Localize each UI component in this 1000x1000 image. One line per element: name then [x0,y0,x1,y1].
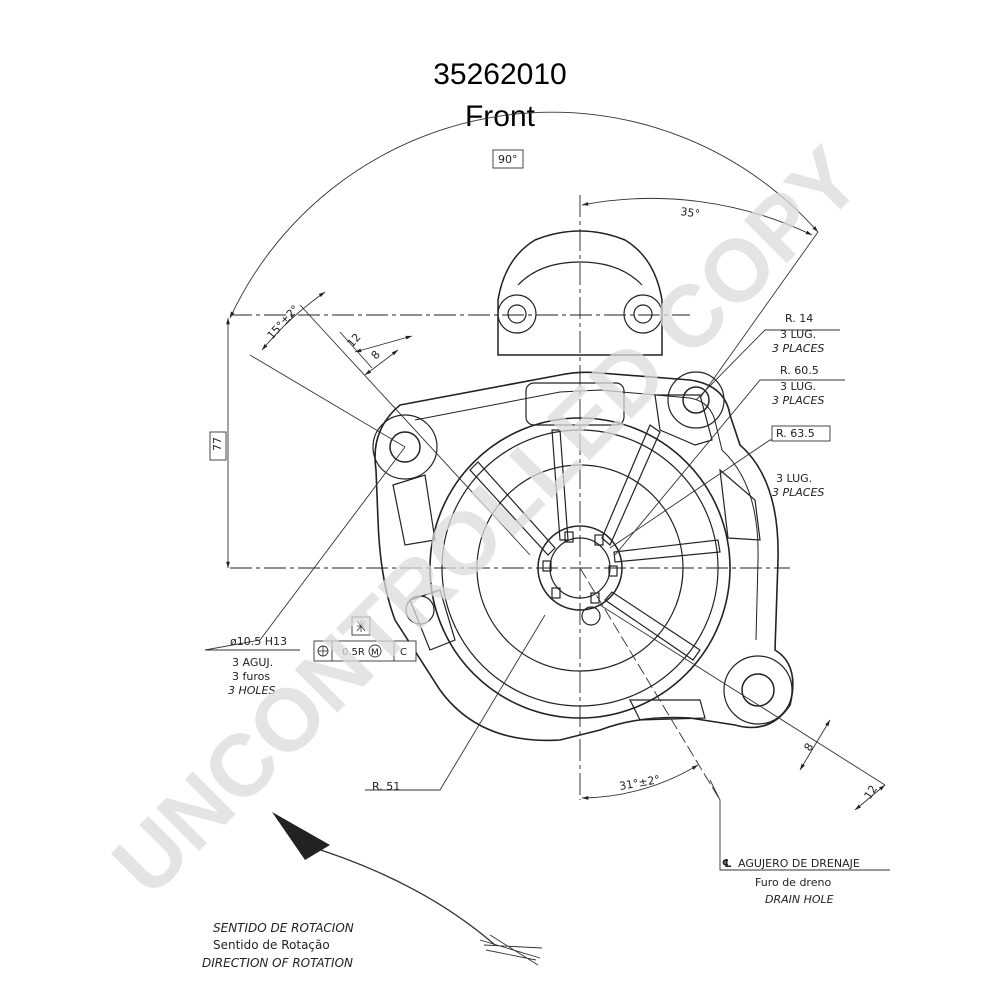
rotation-arc [304,844,496,946]
mounting-lug-top-right [667,371,725,429]
dim-8-top-label: 8 [369,348,383,362]
r60-leader [614,379,845,556]
rotation-arrowhead [272,812,330,860]
angle-15-arc [261,291,326,351]
flange-pocket-right [654,394,713,446]
nose-housing-bore [476,464,684,672]
nose-housing-outer [429,417,731,719]
r63-radius: R. 63.5 [776,427,815,440]
angle-35-arc [581,198,813,236]
angle-35-label: 35° [680,205,701,221]
angle-90-label: 90° [498,153,518,166]
holes-leader [204,446,406,651]
r14-leader [695,329,840,401]
rotation-line-2: Sentido de Rotação [213,938,330,952]
mounting-flange [374,371,794,742]
solenoid-bolt-left [497,294,537,334]
pinion-hub [537,525,623,611]
star-symbol-icon [356,620,366,632]
angle-31-arc [581,764,699,800]
holes-line-2: 3 furos [232,670,270,683]
holes-diameter: ø10.5 H13 [230,635,287,648]
drain-line-2: Furo de dreno [755,876,831,889]
dim-12-top-label: 12 [345,331,364,350]
r14-radius: R. 14 [785,312,813,325]
drain-boss [405,595,435,625]
nose-housing-inner [441,429,719,707]
flange-pocket-top [525,382,625,426]
rotation-line-1: SENTIDO DE ROTACION [213,921,354,935]
mounting-lug-bottom-right [723,655,793,725]
drain-leader [709,779,890,871]
dim-12-bottom-label: 12 [862,783,880,802]
mounting-lug-left [372,414,438,480]
tolerance-frame [313,640,417,662]
r63-places: 3 PLACES [772,486,824,499]
r51-leader [365,614,546,791]
rib-bottom-right [604,591,701,661]
mounting-hole-top-right [682,386,710,414]
r60-places: 3 PLACES [772,394,824,407]
angle-90-arc [229,111,819,319]
part-number-title: 35262010 [433,58,567,91]
holes-tolerance: 0.5R [342,647,365,658]
r60-radius: R. 60.5 [780,364,819,377]
watermark: UNCONTROLLED COPY [93,128,879,914]
holes-line-1: 3 AGUJ. [232,656,273,669]
holes-datum: C [400,647,407,658]
rib-top-right [601,424,661,546]
r63-lug: 3 LUG. [776,472,812,485]
cl-symbol: ℄ [722,857,732,870]
dim-77-label: 77 [211,437,224,451]
rib-right [613,539,721,563]
holes-line-3: 3 HOLES [228,684,276,697]
r60-lug: 3 LUG. [780,380,816,393]
drain-line-1: AGUJERO DE DRENAJE [738,857,860,870]
rotation-line-3: DIRECTION OF ROTATION [202,956,353,970]
holes-modifier: M [371,648,379,658]
drain-line-3: DRAIN HOLE [765,893,834,906]
pinion-shaft [549,537,611,599]
angle-15-label: 15°±2° [265,303,302,342]
mounting-hole-left [389,431,421,463]
r51-label: R. 51 [372,780,400,793]
dim-8-bottom-label: 8 [802,741,817,754]
rotation-fletching [479,934,543,966]
mounting-hole-bottom-right [741,673,775,707]
rib-top-left [469,461,556,556]
r14-places: 3 PLACES [772,342,824,355]
r14-lug: 3 LUG. [780,328,816,341]
flange-pocket-left [392,474,436,546]
